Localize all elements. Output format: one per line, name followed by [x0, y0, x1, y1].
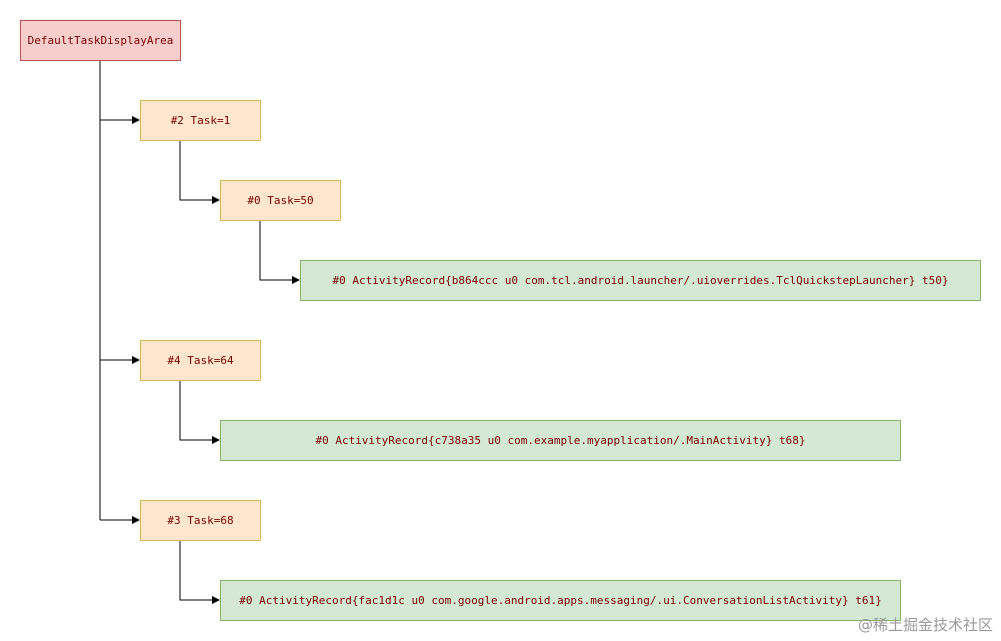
node-activity-launcher: #0 ActivityRecord{b864ccc u0 com.tcl.and… [300, 260, 981, 301]
node-activity-messaging: #0 ActivityRecord{fac1d1c u0 com.google.… [220, 580, 901, 621]
node-label: #0 Task=50 [247, 194, 314, 207]
node-task-50: #0 Task=50 [220, 180, 341, 221]
connector-task4-main [179, 380, 220, 444]
node-task-68: #3 Task=68 [140, 500, 261, 541]
node-label: DefaultTaskDisplayArea [27, 34, 174, 47]
node-task-2: #2 Task=1 [140, 100, 261, 141]
node-default-task-display-area: DefaultTaskDisplayArea [20, 20, 181, 61]
node-activity-main: #0 ActivityRecord{c738a35 u0 com.example… [220, 420, 901, 461]
connector-task2-task50 [179, 140, 220, 204]
node-label: #4 Task=64 [167, 354, 234, 367]
node-task-64: #4 Task=64 [140, 340, 261, 381]
node-label: #0 ActivityRecord{b864ccc u0 com.tcl.and… [332, 274, 949, 287]
watermark: @稀土掘金技术社区 [857, 616, 993, 634]
connector-task3-messaging [179, 540, 220, 604]
node-label: #3 Task=68 [167, 514, 234, 527]
node-label: #2 Task=1 [170, 114, 231, 127]
node-label: #0 ActivityRecord{c738a35 u0 com.example… [315, 434, 806, 447]
connector-task50-launcher [259, 220, 300, 284]
node-label: #0 ActivityRecord{fac1d1c u0 com.google.… [239, 594, 882, 607]
